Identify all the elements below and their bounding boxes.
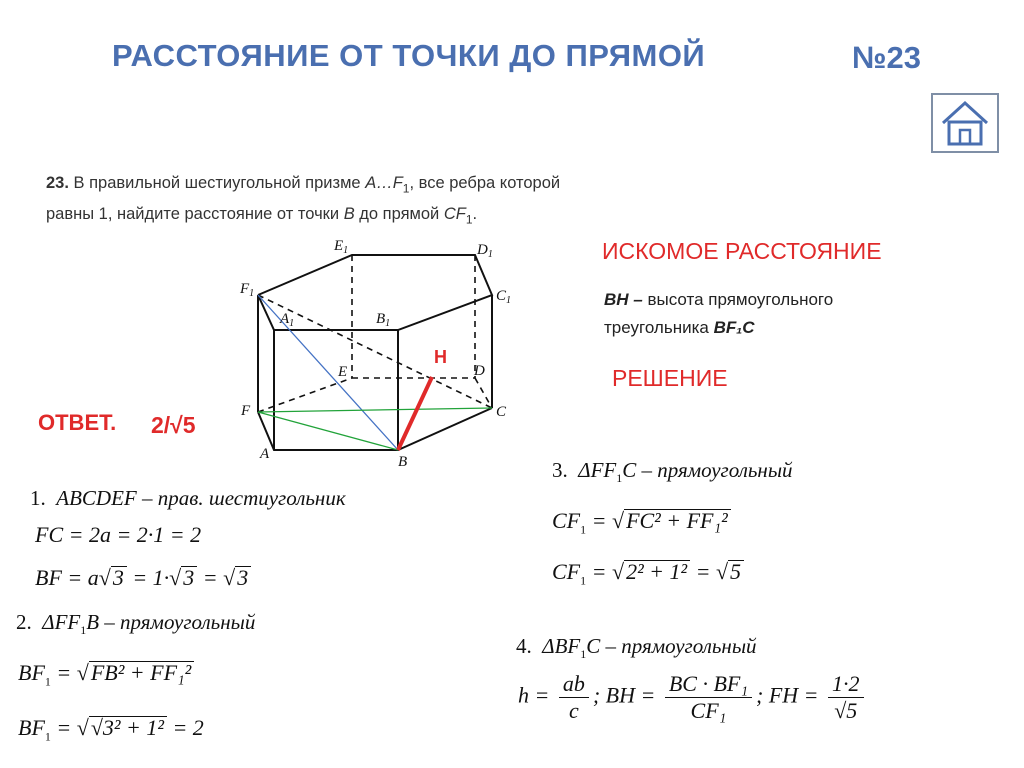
edge-dc	[474, 377, 493, 409]
bh-desc-2: треугольника	[604, 318, 714, 337]
problem-text-2: , все ребра которой	[409, 174, 561, 192]
answer-label: ОТВЕТ.	[38, 410, 117, 435]
line-sub: 1	[465, 212, 473, 227]
prism-figure: E1 D1 F1 C1 A1 B1 E D F C A B H	[239, 238, 511, 470]
label-h: H	[434, 347, 447, 367]
problem-text: В правильной шестиугольной призме	[73, 174, 366, 192]
label-a1: A1	[279, 311, 294, 329]
problem-end: .	[472, 205, 478, 224]
step-3-result: CF1 = √2² + 1² = √5	[552, 559, 745, 588]
label-f: F	[240, 403, 251, 419]
line-cf: CF	[443, 205, 466, 224]
label-a: A	[259, 446, 270, 462]
label-b1: B1	[376, 311, 390, 329]
diag-f1c	[257, 294, 493, 409]
step-1-bf: BF = a√3 = 1·√3 = √3	[35, 565, 252, 591]
problem-number-title: №23	[852, 40, 922, 75]
label-f1: F1	[239, 281, 254, 299]
problem-text-3: равны 1, найдите расстояние от точки	[46, 205, 344, 224]
point-b: B	[343, 205, 355, 224]
step-1-fc: FC = 2a = 2·1 = 2	[35, 522, 202, 547]
line-f1b	[257, 294, 399, 451]
step-2-header: 2. ΔFF1B – прямоугольный	[16, 610, 256, 638]
bottom-front	[257, 407, 493, 451]
bh-desc: высота прямоугольного	[642, 290, 834, 309]
problem-text-4: до прямой	[354, 205, 444, 224]
step-2-formula: BF1 = √FB² + FF₁²	[18, 660, 195, 689]
home-button[interactable]	[931, 93, 999, 153]
line-fc	[257, 407, 493, 413]
segment-bh	[396, 376, 434, 451]
label-c: C	[496, 404, 507, 420]
label-e1: E1	[333, 238, 348, 256]
step-2-result: BF1 = √√3² + 1² = 2	[18, 715, 204, 744]
sought-note: BH – высота прямоугольного треугольника …	[604, 286, 1004, 342]
problem-statement: 23. В правильной шестиугольной призме A……	[46, 170, 726, 233]
home-icon	[941, 100, 989, 146]
solution-heading: РЕШЕНИЕ	[612, 365, 728, 391]
step-3-header: 3. ΔFF1C – прямоугольный	[552, 458, 793, 486]
step-3-formula: CF1 = √FC² + FF₁²	[552, 508, 731, 537]
label-d: D	[473, 363, 485, 379]
label-c1: C1	[496, 288, 511, 306]
prism-sub: 1	[402, 181, 410, 196]
step-4-header: 4. ΔBF1C – прямоугольный	[516, 634, 757, 662]
label-d1: D1	[476, 242, 493, 260]
step-1-header: 1. ABCDEF – прав. шестиугольник	[30, 486, 346, 510]
problem-num: 23.	[46, 174, 69, 192]
prism-name: A…F	[365, 174, 403, 192]
sought-heading: ИСКОМОЕ РАССТОЯНИЕ	[602, 238, 882, 264]
line-fb	[257, 411, 399, 451]
triangle-name: BF₁C	[713, 318, 755, 337]
label-b: B	[398, 454, 407, 470]
bh-label: BH –	[604, 290, 643, 309]
answer-value: 2/√5	[151, 412, 196, 438]
page-title: РАССТОЯНИЕ ОТ ТОЧКИ ДО ПРЯМОЙ	[112, 38, 706, 73]
label-e: E	[337, 364, 347, 380]
